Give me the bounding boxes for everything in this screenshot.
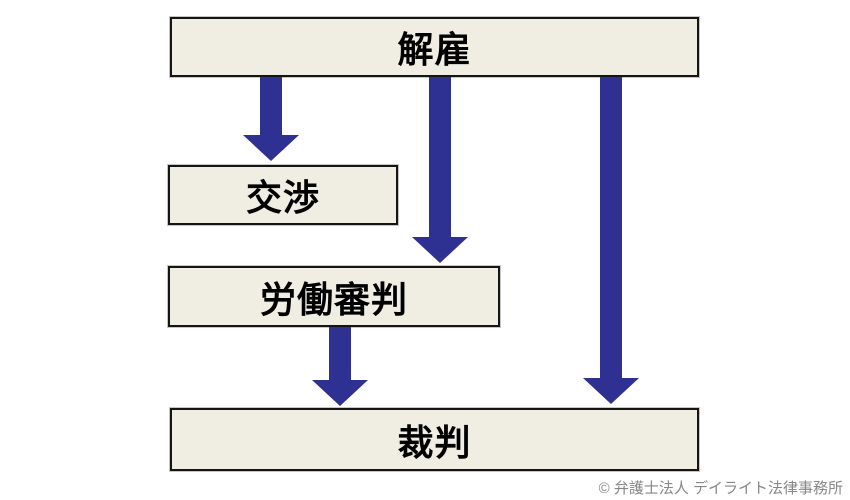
arrow-dismissal-to-trial-icon — [583, 77, 639, 404]
box-dismissal: 解雇 — [170, 17, 699, 77]
copyright-text: © 弁護士法人 デイライト法律事務所 — [598, 480, 843, 497]
arrow-shaft — [429, 77, 451, 237]
box-trial: 裁判 — [170, 408, 699, 471]
box-trial-label: 裁判 — [397, 421, 472, 463]
box-dismissal-label: 解雇 — [397, 29, 472, 70]
box-labor-tribunal: 労働審判 — [168, 266, 500, 327]
box-negotiation-label: 交渉 — [245, 177, 320, 218]
arrow-head — [412, 237, 468, 263]
arrow-dismissal-to-negotiation-icon — [243, 77, 299, 161]
arrow-head — [243, 135, 299, 161]
box-labor-tribunal-label: 労働審判 — [259, 278, 408, 320]
arrow-shaft — [260, 77, 282, 135]
arrow-dismissal-to-labor-tribunal-icon — [412, 77, 468, 263]
arrow-shaft — [329, 327, 351, 380]
arrow-shaft — [600, 77, 622, 378]
arrow-head — [583, 378, 639, 404]
arrow-head — [312, 380, 368, 406]
box-negotiation: 交渉 — [168, 165, 398, 225]
arrow-labor-tribunal-to-trial-icon — [312, 327, 368, 406]
